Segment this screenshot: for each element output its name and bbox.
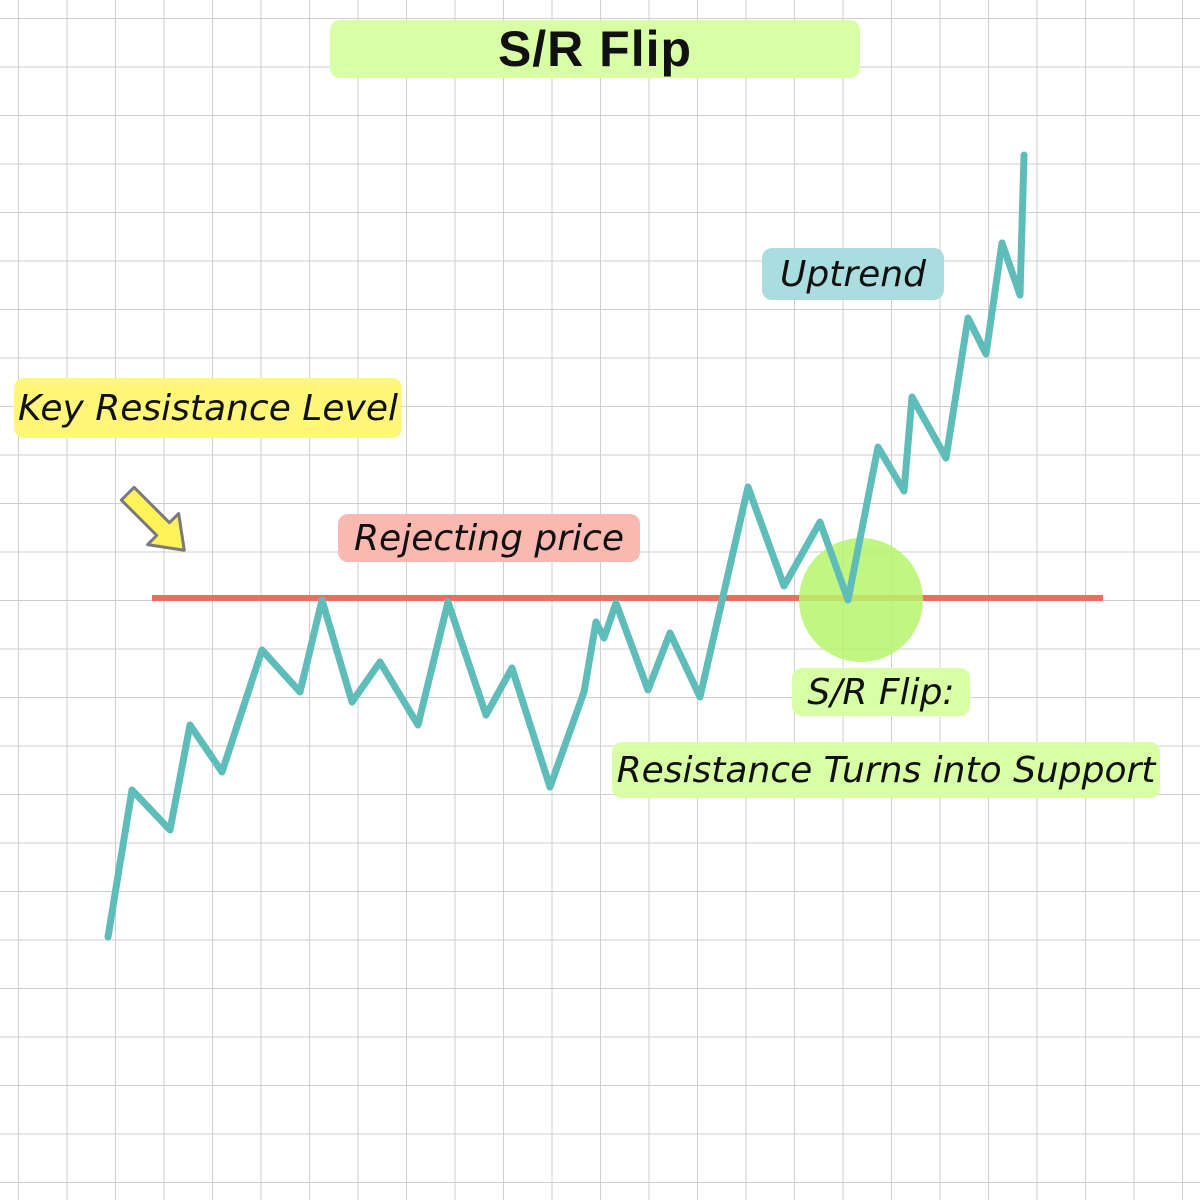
flip-explanation-text: Resistance Turns into Support [616, 749, 1156, 791]
page-title: S/R Flip [330, 20, 860, 78]
sr-flip-label: S/R Flip: [792, 668, 970, 716]
flip-explanation-label: Resistance Turns into Support [612, 742, 1160, 798]
sr-flip-text: S/R Flip: [807, 671, 955, 713]
rejecting-price-text: Rejecting price [354, 517, 624, 559]
down-right-arrow-icon [119, 485, 186, 552]
key-resistance-label: Key Resistance Level [14, 378, 402, 438]
title-text: S/R Flip [497, 21, 693, 77]
uptrend-text: Uptrend [780, 253, 926, 295]
rejecting-price-label: Rejecting price [338, 514, 640, 562]
key-resistance-text: Key Resistance Level [18, 387, 398, 429]
uptrend-label: Uptrend [762, 248, 944, 300]
flip-circle [799, 538, 923, 662]
price-line [104, 151, 1028, 941]
